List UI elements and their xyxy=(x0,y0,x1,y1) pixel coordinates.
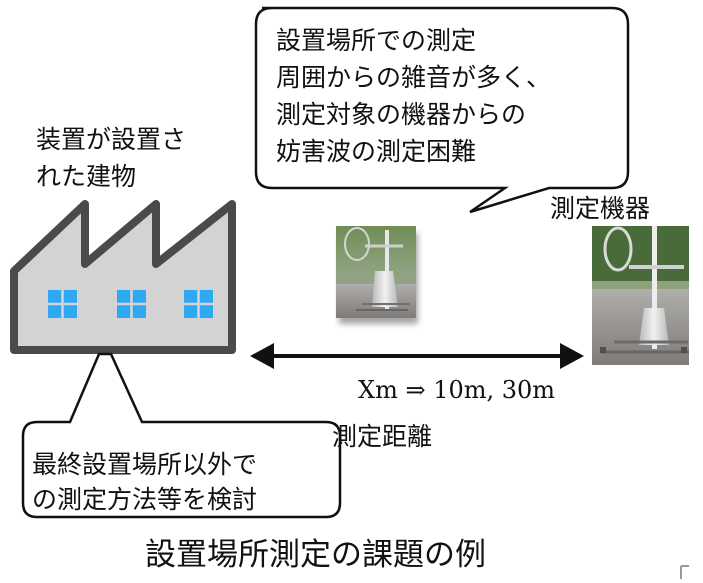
callout-top-line-2: 周囲からの雑音が多く、 xyxy=(276,63,552,92)
callout-bottom-text: 最終設置場所以外で の測定方法等を検討 xyxy=(32,447,257,517)
callout-bottom-line-2: の測定方法等を検討 xyxy=(32,485,258,514)
callout-top-line-4: 妨害波の測定困難 xyxy=(276,137,477,166)
callout-top-line-1: 設置場所での測定 xyxy=(276,26,477,55)
double-arrow-icon xyxy=(250,343,274,369)
measurement-device-far xyxy=(592,226,689,365)
distance-arrow xyxy=(250,343,584,369)
building-label-line-2: れた建物 xyxy=(36,162,137,191)
callout-bottom-line-1: 最終設置場所以外で xyxy=(32,450,258,479)
callout-top-line-3: 測定対象の機器からの xyxy=(276,100,527,129)
callout-bottom-bubble xyxy=(21,352,342,519)
distance-formula: Xm ⇒ 10m, 30m xyxy=(358,376,556,404)
double-arrow-icon xyxy=(560,343,584,369)
callout-top-bubble xyxy=(254,6,630,214)
building-label: 装置が設置さ れた建物 xyxy=(36,121,186,195)
factory-building-icon xyxy=(10,200,236,354)
callout-top-text: 設置場所での測定 周囲からの雑音が多く、 測定対象の機器からの 妨害波の測定困難 xyxy=(276,22,551,170)
device-label: 測定機器 xyxy=(550,194,651,223)
corner-mark xyxy=(680,565,689,579)
building-label-line-1: 装置が設置さ xyxy=(36,125,187,154)
measurement-device-near xyxy=(336,226,418,324)
diagram-caption: 設置場所測定の課題の例 xyxy=(145,537,486,573)
distance-label: 測定距離 xyxy=(332,422,433,451)
